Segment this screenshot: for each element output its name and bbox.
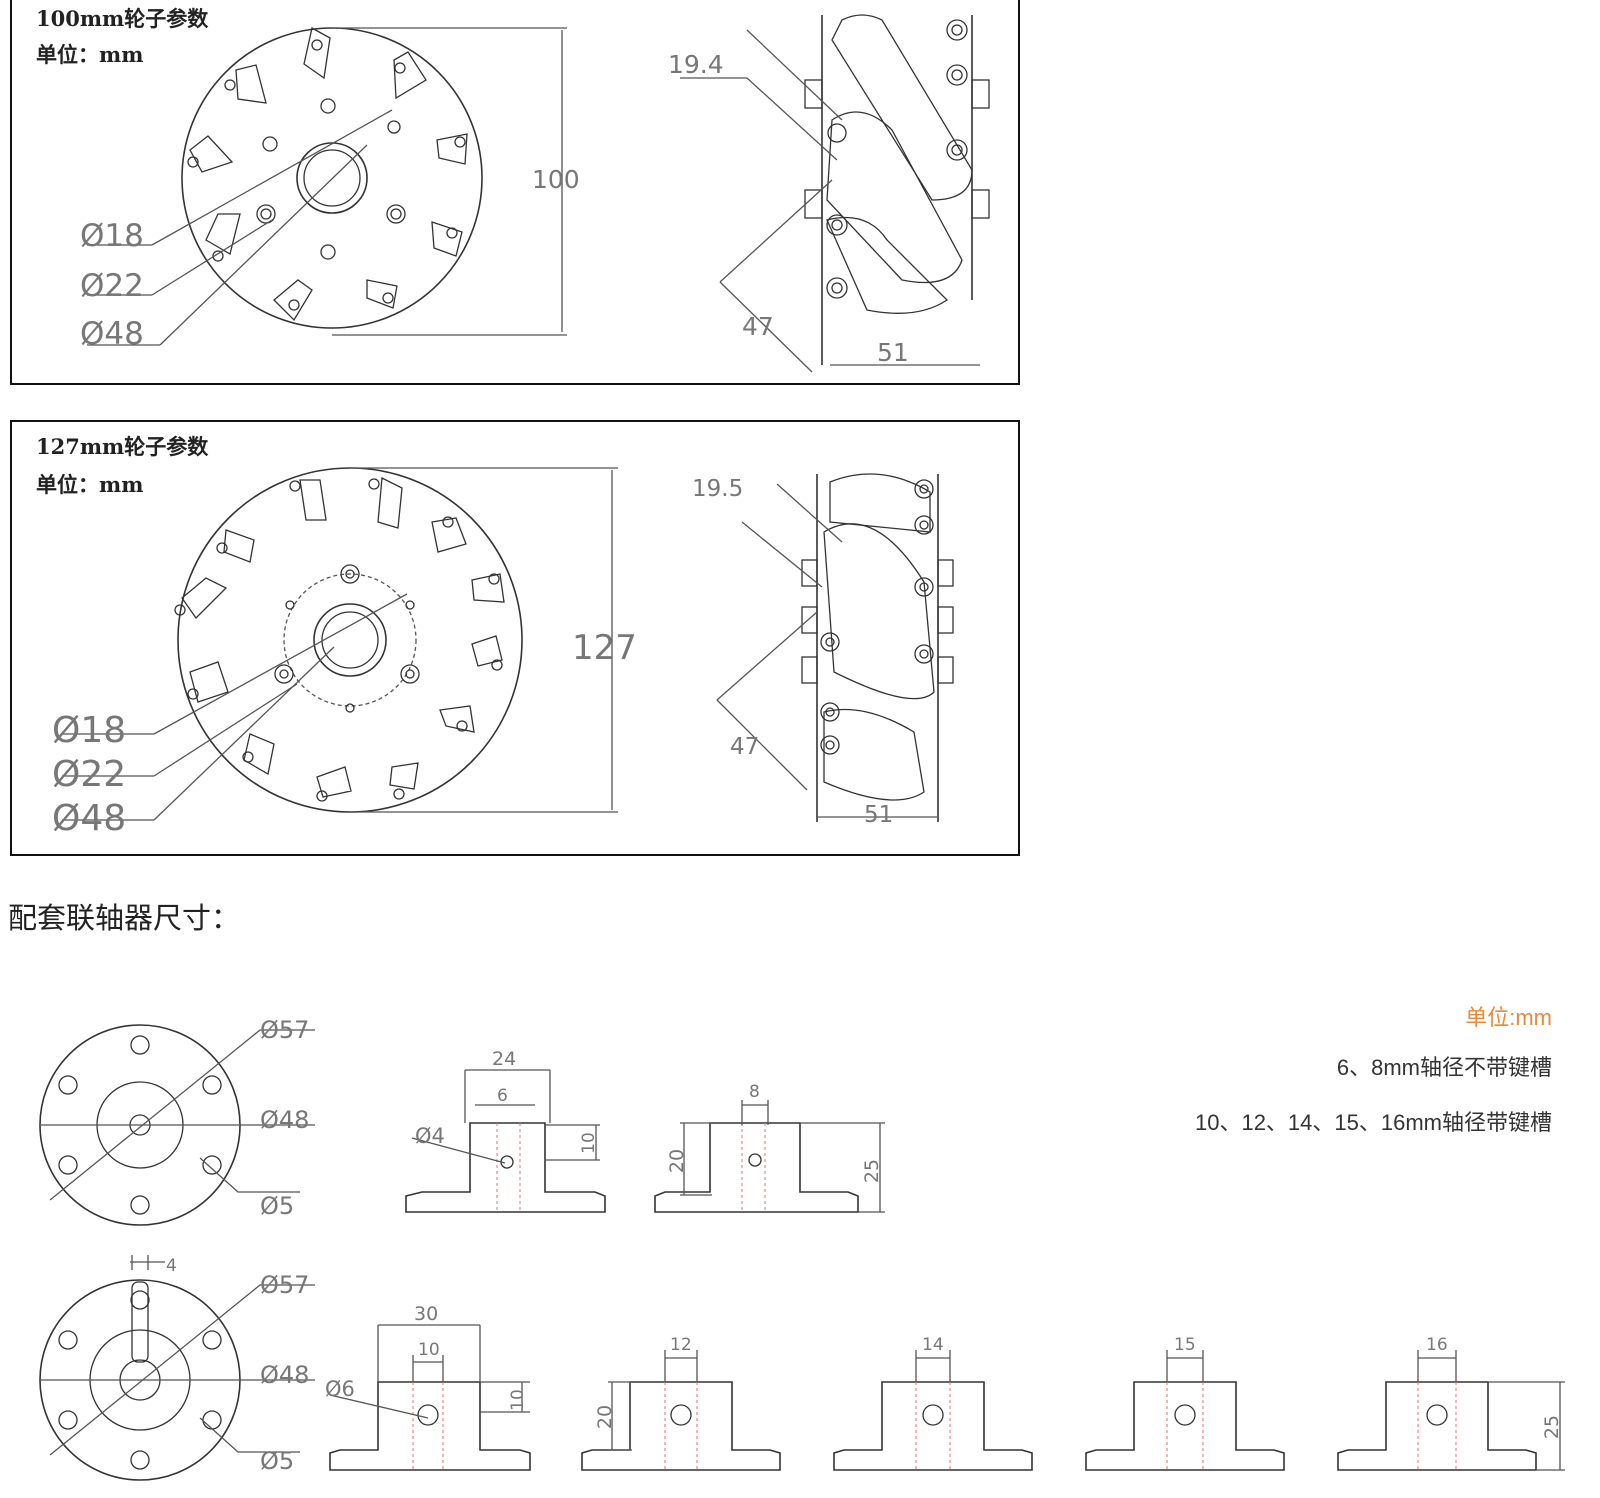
wheel-100-roller-len-label: 19.4	[668, 50, 724, 79]
c1-side-a-h10-label: 10	[578, 1132, 599, 1154]
wheel-100-d48-label: Ø48	[80, 316, 144, 352]
c1-side-b-h25-label: 25	[861, 1158, 884, 1184]
c2-side-16-label: 16	[1426, 1335, 1448, 1355]
c2-side-a-h10-label: 10	[507, 1389, 528, 1411]
c2-face-d5-label: Ø5	[260, 1447, 295, 1475]
wheel-100-d22-label: Ø22	[80, 268, 144, 304]
c1-side-a-w24-label: 24	[492, 1048, 517, 1070]
wheel-127-d48-label: Ø48	[52, 798, 127, 839]
wheel-127-d22-label: Ø22	[52, 754, 127, 795]
c1-side-a-d4-label: Ø4	[415, 1124, 445, 1148]
wheel-127-side-view	[716, 473, 954, 822]
c1-side-b-h20-label: 20	[666, 1148, 689, 1174]
wheel-100-front-view	[87, 27, 567, 346]
wheel-127-d18-label: Ø18	[52, 710, 127, 751]
c2-face-key4-label: 4	[166, 1256, 177, 1276]
c1-side-a-w6-label: 6	[497, 1086, 508, 1106]
wheel-127-roller-len-label: 19.5	[692, 476, 744, 502]
wheel-100-diameter-label: 100	[532, 165, 580, 194]
c2-face-d57-label: Ø57	[260, 1271, 310, 1299]
wheel-127-panel: 127mm轮子参数 单位：mm	[10, 420, 1020, 856]
coupling-unit-note: 单位:mm	[1465, 1005, 1552, 1030]
coupling-section-title: 配套联轴器尺寸：	[8, 903, 241, 935]
wheel-100-unit: 单位：mm	[36, 42, 144, 67]
c2-side-a-w10-label: 10	[418, 1340, 440, 1360]
wheel-100-side-view	[680, 14, 990, 373]
wheel-127-drawing	[62, 467, 954, 822]
c1-side-b-w8-label: 8	[749, 1082, 760, 1102]
wheel-127-front-view	[62, 467, 618, 821]
c1-face-d57-label: Ø57	[260, 1016, 310, 1044]
wheel-100-title: 100mm轮子参数	[36, 6, 209, 31]
c2-side-14-label: 14	[922, 1335, 944, 1355]
wheel-100-diag-label: 47	[742, 312, 774, 341]
coupling-note-keyway: 10、12、14、15、16mm轴径带键槽	[1194, 1110, 1552, 1135]
wheel-100-d18-label: Ø18	[80, 218, 144, 254]
wheel-127-unit: 单位：mm	[36, 472, 144, 497]
wheel-100-drawing	[87, 14, 990, 373]
c2-side-12-h20-label: 20	[594, 1404, 617, 1430]
wheel-127-diameter-label: 127	[572, 628, 637, 668]
wheel-127-title: 127mm轮子参数	[36, 434, 209, 459]
wheel-100-panel: 100mm轮子参数 单位：mm	[10, 0, 1020, 385]
c1-face-d5-label: Ø5	[260, 1192, 295, 1220]
coupling-row1-side-b	[654, 1100, 885, 1213]
c2-side-15-label: 15	[1174, 1335, 1196, 1355]
c2-side-12-label: 12	[670, 1335, 692, 1355]
c2-face-d48-label: Ø48	[260, 1361, 310, 1389]
c2-side-a-d6-label: Ø6	[325, 1377, 355, 1401]
wheel-127-width-label: 51	[864, 802, 894, 828]
wheel-100-width-label: 51	[877, 338, 909, 367]
c2-side-a-w30-label: 30	[414, 1303, 439, 1325]
wheel-127-diag-label: 47	[730, 734, 760, 760]
c2-side-16-h25-label: 25	[1541, 1414, 1564, 1440]
coupling-row2-side-16	[1337, 1350, 1565, 1471]
c1-face-d48-label: Ø48	[260, 1106, 310, 1134]
coupling-note-no-keyway: 6、8mm轴径不带键槽	[1336, 1055, 1552, 1080]
coupling-row2-side-14	[833, 1350, 1033, 1471]
coupling-row2-side-15	[1085, 1350, 1285, 1471]
